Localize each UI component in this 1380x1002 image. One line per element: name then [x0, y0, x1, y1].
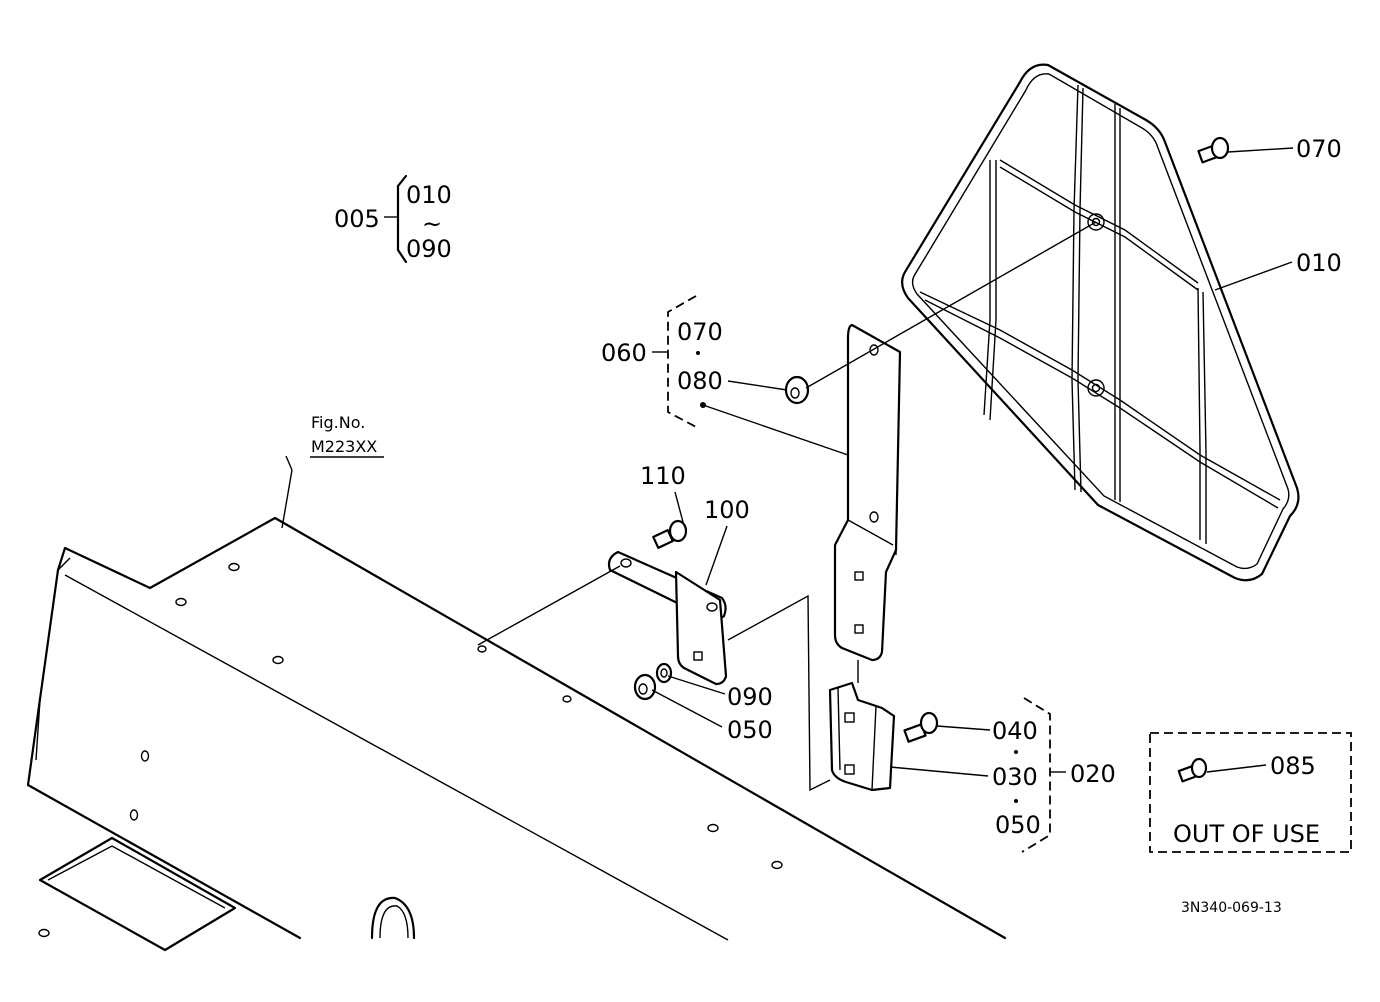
label-100: 100: [704, 496, 750, 524]
label-080: 080: [677, 367, 723, 395]
bolt-110-icon: [652, 519, 688, 549]
main-frame: [26, 516, 1007, 952]
drawing-code: 3N340-069-13: [1181, 900, 1282, 916]
group-brackets: [384, 174, 1066, 853]
label-090: 090: [727, 683, 773, 711]
label-060: 060: [601, 339, 647, 367]
hardware: [633, 136, 1230, 783]
label-085: 085: [1270, 752, 1316, 780]
label-005-from: 010: [406, 181, 452, 209]
bolt-070-icon: [1197, 136, 1230, 164]
figure-reference: Fig.No. M223XX: [310, 413, 384, 458]
part-labels: 005 010 ~ 090 060 070 080 070 010 110 10…: [334, 135, 1342, 839]
label-060-070: 070: [677, 318, 723, 346]
label-040: 040: [992, 717, 1038, 745]
bolt-040-icon: [903, 711, 939, 743]
nut-080-icon: [784, 375, 810, 405]
bracket-060: [833, 323, 902, 662]
label-020: 020: [1070, 760, 1116, 788]
fig-label: Fig.No.: [311, 413, 365, 432]
label-070: 070: [1296, 135, 1342, 163]
label-050: 050: [727, 716, 773, 744]
label-110: 110: [640, 462, 686, 490]
label-005-to: 090: [406, 235, 452, 263]
label-010: 010: [1296, 249, 1342, 277]
panel-010: [901, 63, 1300, 582]
fig-number: M223XX: [311, 437, 377, 456]
label-030: 030: [992, 763, 1038, 791]
washer-090-icon: [655, 662, 673, 684]
nut-050-icon: [633, 673, 657, 701]
out-of-use-text: OUT OF USE: [1173, 820, 1320, 848]
bolt-085-icon: [1177, 757, 1208, 783]
label-020-050: 050: [995, 811, 1041, 839]
label-005-tilde: ~: [422, 210, 442, 238]
bracket-100: [607, 550, 728, 686]
out-of-use-box: [1149, 732, 1352, 853]
assembly-lines: [477, 221, 1097, 792]
label-005: 005: [334, 205, 380, 233]
clip-030: [828, 681, 896, 792]
leader-lines: [281, 147, 1294, 777]
